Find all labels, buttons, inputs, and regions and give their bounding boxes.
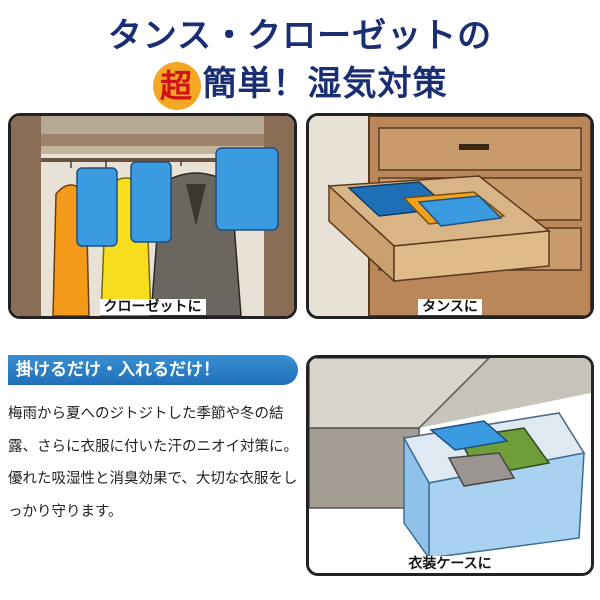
tansu-illustration: タンスに xyxy=(306,113,594,319)
storage-case-illustration: 衣装ケースに xyxy=(306,355,594,576)
case-caption: 衣装ケースに xyxy=(309,553,591,573)
description-paragraph-1: 梅雨から夏へのジトジトした季節や冬の結露、さらに衣服に付いた汗のニオイ対策に。 xyxy=(8,406,298,455)
feature-banner: 掛けるだけ・入れるだけ！ xyxy=(8,355,298,385)
description: 梅雨から夏へのジトジトした季節や冬の結露、さらに衣服に付いた汗のニオイ対策に。 … xyxy=(8,398,300,528)
highlight-badge: 超 xyxy=(152,61,201,110)
page-title: タンス・クローゼットの xyxy=(107,16,493,56)
description-paragraph-2: 優れた吸湿性と消臭効果で、大切な衣服をしっかり守ります。 xyxy=(8,471,298,520)
tansu-caption: タンスに xyxy=(309,296,591,316)
page-subtitle: 超簡単！湿気対策 xyxy=(0,56,600,110)
closet-illustration: クローゼットに xyxy=(8,113,297,319)
subtitle-text: 簡単！湿気対策 xyxy=(202,64,448,104)
closet-caption: クローゼットに xyxy=(11,296,294,316)
